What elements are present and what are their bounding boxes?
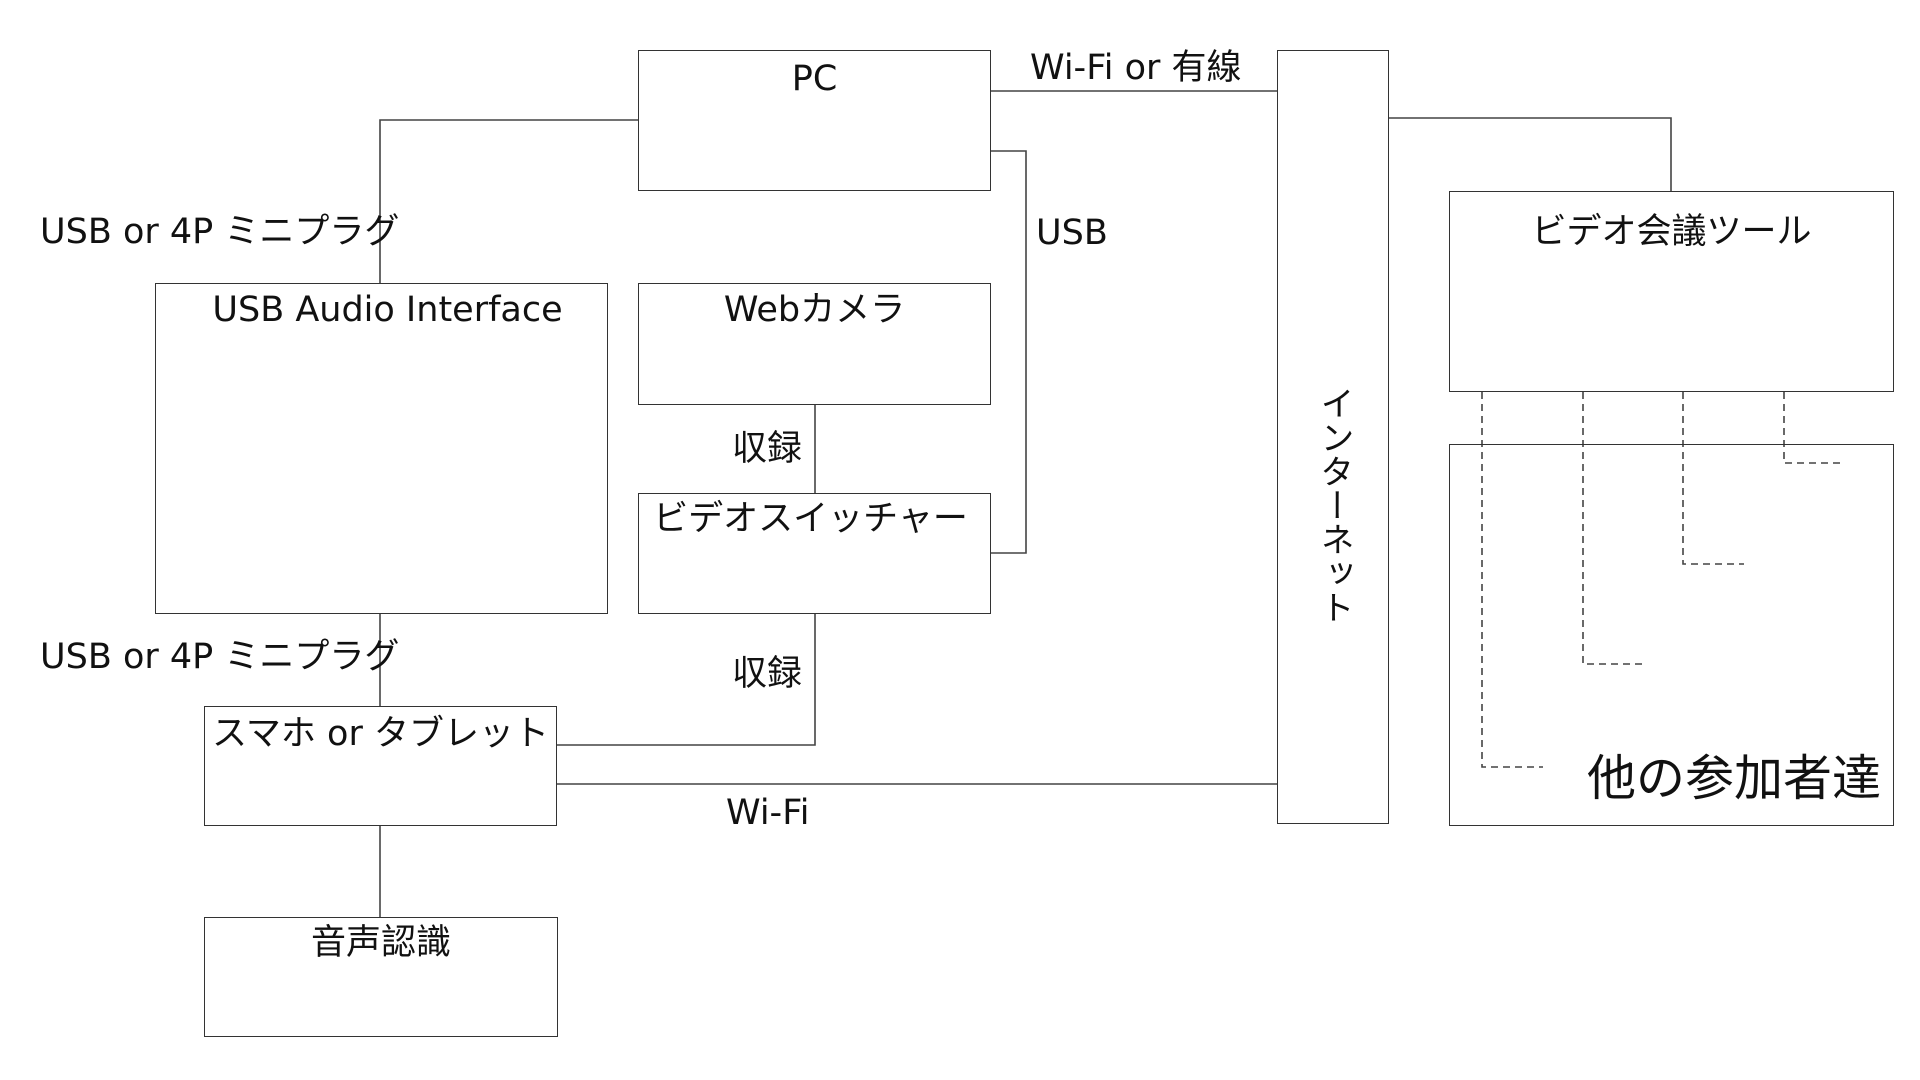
- node-webcam: Webカメラ: [638, 283, 991, 405]
- node-speech-recognition-label: 音声認識: [310, 923, 451, 963]
- edge-label-audio-smartphone: USB or 4P ミニプラグ: [40, 637, 400, 677]
- node-internet: インターネット: [1277, 50, 1389, 824]
- node-internet-label: インターネット: [1314, 386, 1354, 624]
- edge-label-pc-audio-interface: USB or 4P ミニプラグ: [40, 212, 400, 252]
- node-pc: PC: [638, 50, 991, 191]
- edge-switcher-smartphone: [557, 614, 816, 746]
- edge-pc-switcher: [991, 150, 1027, 554]
- edge-label-webcam-switcher: 収録: [732, 429, 803, 469]
- node-video-switcher: ビデオスイッチャー: [638, 493, 991, 614]
- edge-label-pc-internet: Wi-Fi or 有線: [1030, 48, 1242, 88]
- node-usb-audio-interface-label: USB Audio Interface: [212, 290, 563, 330]
- node-webcam-label: Webカメラ: [723, 290, 906, 330]
- node-smartphone-tablet-label: スマホ or タブレット: [211, 714, 549, 754]
- edge-label-pc-switcher: USB: [1036, 213, 1108, 253]
- node-other-participants: 他の参加者達: [1449, 444, 1894, 826]
- edge-label-switcher-smartphone: 収録: [732, 654, 803, 694]
- edge-label-smartphone-internet: Wi-Fi: [726, 793, 810, 833]
- node-video-conference-tool: ビデオ会議ツール: [1449, 191, 1894, 392]
- dashed-participant-link-3: [1682, 392, 1744, 565]
- dashed-participant-link-2: [1582, 392, 1644, 665]
- node-other-participants-label: 他の参加者達: [1586, 750, 1881, 807]
- node-speech-recognition: 音声認識: [204, 917, 558, 1037]
- node-smartphone-tablet: スマホ or タブレット: [204, 706, 557, 826]
- edge-pc-audio-interface: [379, 119, 638, 283]
- node-video-conference-tool-label: ビデオ会議ツール: [1531, 212, 1812, 252]
- node-usb-audio-interface: USB Audio Interface: [155, 283, 608, 614]
- dashed-participant-link-4: [1783, 392, 1844, 464]
- node-pc-label: PC: [791, 59, 838, 99]
- dashed-participant-link-1: [1481, 392, 1543, 768]
- edge-internet-conference: [1389, 117, 1672, 191]
- node-video-switcher-label: ビデオスイッチャー: [653, 499, 968, 539]
